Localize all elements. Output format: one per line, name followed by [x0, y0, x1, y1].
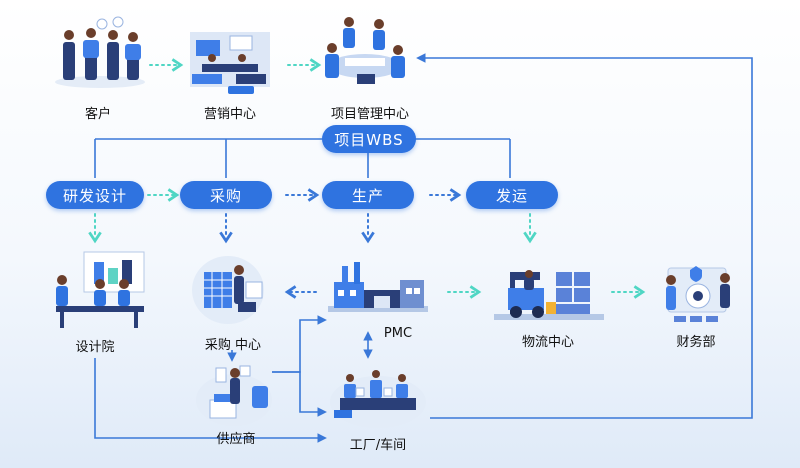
node-logistics-label: 物流中心 [521, 335, 575, 350]
finance-illustration [666, 266, 730, 322]
factory-illustration [330, 370, 426, 428]
logistics-illustration [494, 270, 604, 320]
design-to-factory-line [94, 358, 327, 443]
stage-wbs: 项目WBS [322, 125, 416, 153]
pmc-illustration [328, 262, 428, 312]
supplier-illustration [196, 365, 272, 426]
stage-rnd: 研发设计 [46, 181, 144, 209]
stage-production: 生产 [322, 181, 414, 209]
solid-connectors [94, 53, 753, 443]
design-institute-illustration [56, 251, 145, 328]
supplier-to-factory-line [272, 371, 327, 417]
pm-center-illustration [325, 17, 405, 84]
supplier-to-pmc-line [272, 315, 327, 373]
stage-shipping: 发运 [466, 181, 558, 209]
node-design-institute-label: 设计院 [75, 340, 115, 355]
node-purchase-center-label: 采购 中心 [204, 338, 262, 353]
marketing-illustration [190, 32, 270, 94]
dotted-arrows [88, 58, 646, 299]
customer-illustration [55, 16, 145, 88]
purchase-center-illustration [192, 256, 264, 324]
node-finance-label: 财务部 [676, 335, 716, 350]
node-supplier-label: 供应商 [216, 432, 256, 447]
feedback-loop-line [416, 53, 753, 419]
stage-purchase: 采购 [180, 181, 272, 209]
node-marketing-label: 营销中心 [203, 107, 257, 122]
node-factory-label: 工厂/车间 [349, 438, 407, 453]
node-pm-center-label: 项目管理中心 [330, 107, 410, 122]
wbs-branch-line [94, 138, 511, 178]
node-customer-label: 客户 [84, 107, 112, 122]
node-pmc-label: PMC [383, 326, 413, 341]
